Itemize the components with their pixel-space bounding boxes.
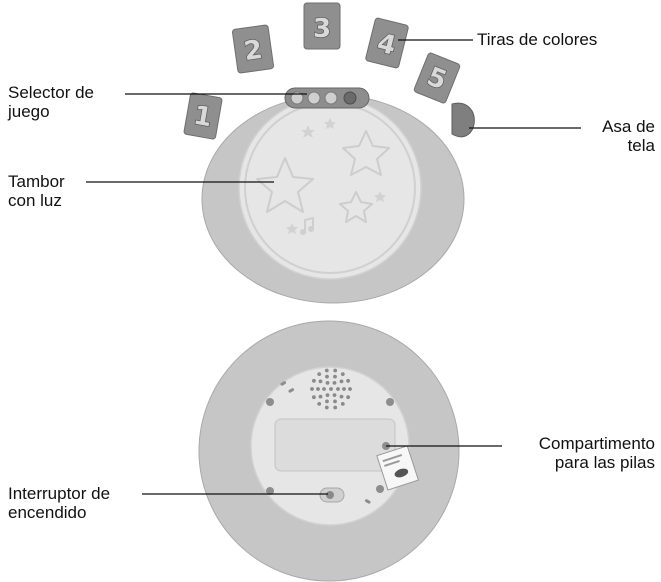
- speaker-hole: [318, 394, 323, 399]
- speaker-hole: [333, 374, 337, 379]
- cloth-handle: [451, 102, 475, 138]
- speaker-hole: [325, 393, 330, 397]
- label-interruptor-de-encendido: Interruptor de encendido: [8, 484, 110, 522]
- label-asa-line-1: Asa de: [602, 117, 655, 136]
- tag-2-number: 2: [242, 35, 264, 67]
- star-tiny-icon-4: [374, 191, 386, 202]
- label-compartimento-para-las-pilas: Compartimento para las pilas: [539, 434, 655, 472]
- speaker-hole: [322, 387, 326, 391]
- speaker-hole: [348, 387, 352, 391]
- speaker-grille: [310, 368, 352, 410]
- game-selector-button-4[interactable]: [343, 91, 357, 105]
- speaker-hole: [325, 399, 329, 404]
- tag-3-number: 3: [313, 14, 331, 44]
- label-interruptor-line-2: encendido: [8, 503, 87, 522]
- speaker-hole: [325, 374, 329, 379]
- label-selector-de-juego: Selector de juego: [8, 83, 94, 121]
- speaker-hole: [312, 378, 316, 383]
- tag-3: 3: [303, 2, 341, 50]
- speaker-hole: [342, 387, 346, 391]
- star-large-icon: [256, 157, 314, 213]
- speaker-hole: [333, 405, 338, 410]
- game-selector-button-1[interactable]: [290, 91, 304, 105]
- screw-icon: [266, 487, 274, 495]
- tag-4: 4: [365, 17, 409, 69]
- speaker-hole: [312, 395, 316, 400]
- speaker-hole: [332, 381, 337, 385]
- leader-lines: [86, 39, 581, 495]
- vent-slot: [364, 499, 371, 504]
- speaker-hole: [324, 368, 329, 373]
- tag-5: 5: [413, 52, 461, 104]
- speaker-hole: [325, 381, 330, 385]
- back-view: [198, 320, 460, 582]
- star-tiny-icon-3: [286, 223, 298, 234]
- game-selector-button-2[interactable]: [307, 91, 321, 105]
- battery-compartment[interactable]: [274, 418, 396, 472]
- tag-1: 1: [183, 92, 223, 140]
- speaker-hole: [333, 399, 337, 404]
- star-tiny-icon-1: [301, 125, 315, 138]
- speaker-hole: [324, 405, 329, 410]
- speaker-hole: [316, 387, 320, 391]
- speaker-hole: [336, 387, 340, 391]
- speaker-hole: [340, 372, 345, 376]
- speaker-hole: [333, 368, 338, 373]
- vent-slot: [288, 388, 295, 393]
- screw-icon: [376, 485, 384, 493]
- label-interruptor-line-1: Interruptor de: [8, 484, 111, 503]
- vent-slot: [280, 381, 287, 386]
- screw-icon: [386, 398, 394, 406]
- speaker-hole: [329, 387, 333, 391]
- label-tambor-line-2: con luz: [8, 191, 62, 210]
- label-asa-de-tela: Asa de tela: [602, 117, 655, 155]
- speaker-hole: [332, 393, 337, 397]
- speaker-hole: [339, 379, 344, 384]
- speaker-hole: [317, 372, 322, 376]
- label-tambor-con-luz: Tambor con luz: [8, 172, 65, 210]
- label-tambor-line-1: Tambor: [8, 172, 65, 191]
- music-note-icon: [300, 216, 314, 235]
- speaker-hole: [318, 379, 323, 384]
- screw-icon: [266, 398, 274, 406]
- speaker-hole: [340, 402, 345, 406]
- speaker-hole: [339, 394, 344, 399]
- star-medium-icon: [342, 130, 390, 176]
- label-tiras-de-colores: Tiras de colores: [477, 30, 598, 49]
- tag-2: 2: [232, 24, 274, 74]
- star-small-icon: [339, 191, 373, 223]
- power-switch-knob[interactable]: [326, 491, 334, 499]
- speaker-hole: [317, 402, 322, 406]
- speaker-hole: [346, 378, 350, 383]
- label-asa-line-2: tela: [627, 136, 655, 155]
- front-view: 1 2 3 4 5: [183, 2, 475, 304]
- label-compartimento-line-1: Compartimento: [538, 434, 655, 453]
- star-tiny-icon-2: [324, 118, 336, 129]
- speaker-hole: [310, 387, 314, 391]
- game-selector-button-3[interactable]: [324, 91, 338, 105]
- label-compartimento-line-2: para las pilas: [554, 453, 655, 472]
- speaker-hole: [346, 395, 350, 400]
- care-tag: [376, 445, 420, 491]
- label-selector-line-2: juego: [8, 102, 50, 121]
- label-selector-line-1: Selector de: [8, 83, 94, 102]
- tag-1-number: 1: [191, 101, 214, 134]
